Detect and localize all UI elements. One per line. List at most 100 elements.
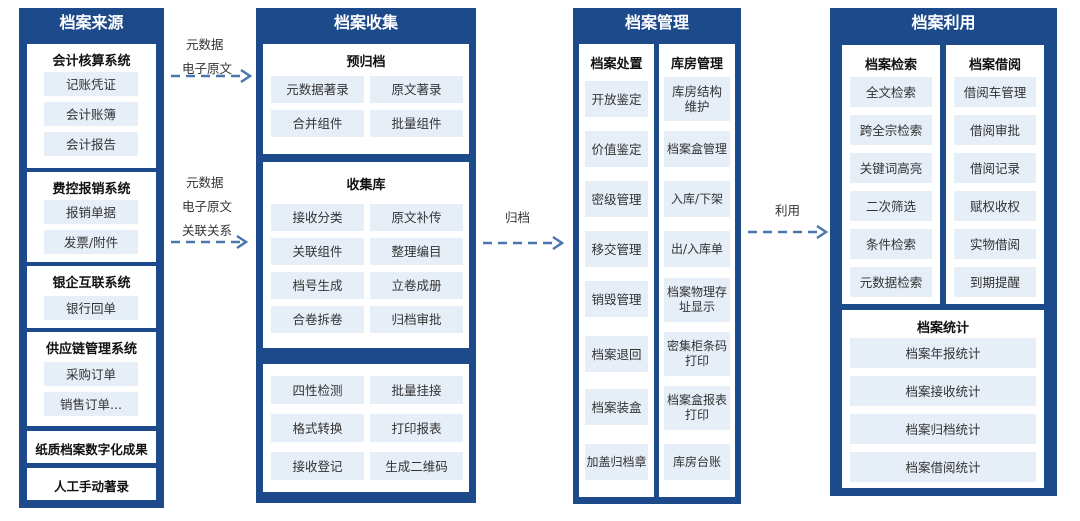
use-item[interactable]: 档案借阅统计 <box>850 452 1036 482</box>
source-item[interactable]: 会计报告 <box>44 132 138 156</box>
manage-item[interactable]: 库房台账 <box>664 444 730 480</box>
use-item[interactable]: 条件检索 <box>850 229 932 259</box>
collect-item[interactable]: 原文补传 <box>370 204 463 231</box>
collect-column: 档案收集 预归档 元数据著录 原文著录 合并组件 批量组件 收集库 接收分类 原… <box>256 8 476 503</box>
collect-item[interactable]: 元数据著录 <box>271 76 364 103</box>
manage-item[interactable]: 档案盒管理 <box>664 131 730 167</box>
collect-item[interactable]: 接收登记 <box>271 452 364 480</box>
source-item[interactable]: 记账凭证 <box>44 72 138 96</box>
arrow-label: 元数据 <box>186 175 224 190</box>
source-item[interactable]: 会计账簿 <box>44 102 138 126</box>
pre-archive-box: 预归档 元数据著录 原文著录 合并组件 批量组件 <box>263 44 469 154</box>
collect-item[interactable]: 批量挂接 <box>370 376 463 404</box>
collect-item[interactable]: 合卷拆卷 <box>271 306 364 333</box>
manage-item[interactable]: 密级管理 <box>585 181 648 217</box>
collect-tools-box: 四性检测 批量挂接 格式转换 打印报表 接收登记 生成二维码 <box>263 364 469 492</box>
collect-item[interactable]: 整理编目 <box>370 238 463 265</box>
collect-item[interactable]: 格式转换 <box>271 414 364 442</box>
arrowhead-icon <box>236 234 249 250</box>
stats-box: 档案统计 档案年报统计 档案接收统计 档案归档统计 档案借阅统计 <box>842 310 1044 488</box>
arrow-label: 电子原文 <box>182 61 233 76</box>
source-item[interactable]: 银行回单 <box>44 296 138 320</box>
collect-title: 档案收集 <box>333 13 398 32</box>
use-item[interactable]: 跨全宗检索 <box>850 115 932 145</box>
system-box-supply: 供应链管理系统 采购订单 销售订单... <box>27 332 156 426</box>
use-item[interactable]: 元数据检索 <box>850 267 932 297</box>
paper-archive-box[interactable]: 纸质档案数字化成果 <box>27 431 156 463</box>
manage-item[interactable]: 档案盒报表打印 <box>664 386 730 430</box>
source-column: 档案来源 会计核算系统 记账凭证 会计账簿 会计报告 费控报销系统 报销单据 发… <box>19 8 164 508</box>
borrow-title: 档案借阅 <box>968 58 1021 73</box>
source-item[interactable]: 发票/附件 <box>44 230 138 254</box>
use-item[interactable]: 借阅车管理 <box>954 77 1036 107</box>
use-item[interactable]: 实物借阅 <box>954 229 1036 259</box>
manage-title: 档案管理 <box>624 13 689 32</box>
manage-item[interactable]: 出/入库单 <box>664 231 730 267</box>
manage-item[interactable]: 档案装盒 <box>585 389 648 425</box>
system-box-accounting: 会计核算系统 记账凭证 会计账簿 会计报告 <box>27 44 156 168</box>
manage-item[interactable]: 开放鉴定 <box>585 81 648 117</box>
use-item[interactable]: 档案年报统计 <box>850 338 1036 368</box>
arrowhead-icon <box>240 68 253 84</box>
source-item[interactable]: 采购订单 <box>44 362 138 386</box>
manage-item[interactable]: 移交管理 <box>585 231 648 267</box>
storeroom-box: 库房管理 库房结构维护 档案盒管理 入库/下架 出/入库单 档案物理存址显示 密… <box>659 44 735 497</box>
use-item[interactable]: 赋权收权 <box>954 191 1036 221</box>
manage-item[interactable]: 加盖归档章 <box>585 444 648 480</box>
collect-item[interactable]: 归档审批 <box>370 306 463 333</box>
use-column: 档案利用 档案检索 全文检索 跨全宗检索 关键词高亮 二次筛选 条件检索 元数据… <box>830 8 1057 496</box>
arrowhead-icon <box>552 235 565 251</box>
source-title: 档案来源 <box>59 13 124 32</box>
source-item[interactable]: 销售订单... <box>44 392 138 416</box>
arrow-label: 关联关系 <box>182 223 233 238</box>
search-box: 档案检索 全文检索 跨全宗检索 关键词高亮 二次筛选 条件检索 元数据检索 <box>842 45 940 304</box>
system-name: 银企互联系统 <box>52 276 131 291</box>
paper-archive-label: 纸质档案数字化成果 <box>35 442 148 457</box>
manage-item[interactable]: 档案退回 <box>585 336 648 372</box>
use-item[interactable]: 到期提醒 <box>954 267 1036 297</box>
collect-item[interactable]: 原文著录 <box>370 76 463 103</box>
use-item[interactable]: 关键词高亮 <box>850 153 932 183</box>
borrow-box: 档案借阅 借阅车管理 借阅审批 借阅记录 赋权收权 实物借阅 到期提醒 <box>946 45 1044 304</box>
collect-item[interactable]: 打印报表 <box>370 414 463 442</box>
use-item[interactable]: 借阅审批 <box>954 115 1036 145</box>
collection-library-title: 收集库 <box>346 178 386 193</box>
collect-item[interactable]: 四性检测 <box>271 376 364 404</box>
system-box-expense: 费控报销系统 报销单据 发票/附件 <box>27 172 156 262</box>
manual-entry-box[interactable]: 人工手动著录 <box>27 468 156 500</box>
arrow-label: 电子原文 <box>182 199 233 214</box>
collect-item[interactable]: 批量组件 <box>370 110 463 137</box>
collect-item[interactable]: 档号生成 <box>271 272 364 299</box>
use-item[interactable]: 二次筛选 <box>850 191 932 221</box>
collect-item[interactable]: 生成二维码 <box>370 452 463 480</box>
disposal-title: 档案处置 <box>590 57 643 72</box>
system-name: 费控报销系统 <box>52 182 131 197</box>
manage-item[interactable]: 库房结构维护 <box>664 77 730 121</box>
manage-item[interactable]: 档案物理存址显示 <box>664 278 730 322</box>
manage-item[interactable]: 销毁管理 <box>585 281 648 317</box>
system-name: 供应链管理系统 <box>45 342 137 357</box>
disposal-box: 档案处置 开放鉴定 价值鉴定 密级管理 移交管理 销毁管理 档案退回 档案装盒 … <box>579 44 654 497</box>
collect-item[interactable]: 合并组件 <box>271 110 364 137</box>
stats-title: 档案统计 <box>916 321 969 336</box>
arrow-label: 归档 <box>505 210 531 225</box>
collect-item[interactable]: 接收分类 <box>271 204 364 231</box>
collect-item[interactable]: 关联组件 <box>271 238 364 265</box>
collect-item[interactable]: 立卷成册 <box>370 272 463 299</box>
use-item[interactable]: 档案归档统计 <box>850 414 1036 444</box>
manage-item[interactable]: 密集柜条码打印 <box>664 332 730 376</box>
manage-item[interactable]: 入库/下架 <box>664 181 730 217</box>
system-name: 会计核算系统 <box>52 54 131 69</box>
use-title: 档案利用 <box>911 13 976 32</box>
use-item[interactable]: 借阅记录 <box>954 153 1036 183</box>
system-box-bank: 银企互联系统 银行回单 <box>27 266 156 328</box>
manage-item[interactable]: 价值鉴定 <box>585 131 648 167</box>
use-item[interactable]: 全文检索 <box>850 77 932 107</box>
storeroom-title: 库房管理 <box>670 57 723 72</box>
source-item[interactable]: 报销单据 <box>44 200 138 224</box>
collection-library-box: 收集库 接收分类 原文补传 关联组件 整理编目 档号生成 立卷成册 合卷拆卷 归… <box>263 162 469 348</box>
manual-entry-label: 人工手动著录 <box>53 479 129 494</box>
use-item[interactable]: 档案接收统计 <box>850 376 1036 406</box>
pre-archive-title: 预归档 <box>346 55 386 70</box>
